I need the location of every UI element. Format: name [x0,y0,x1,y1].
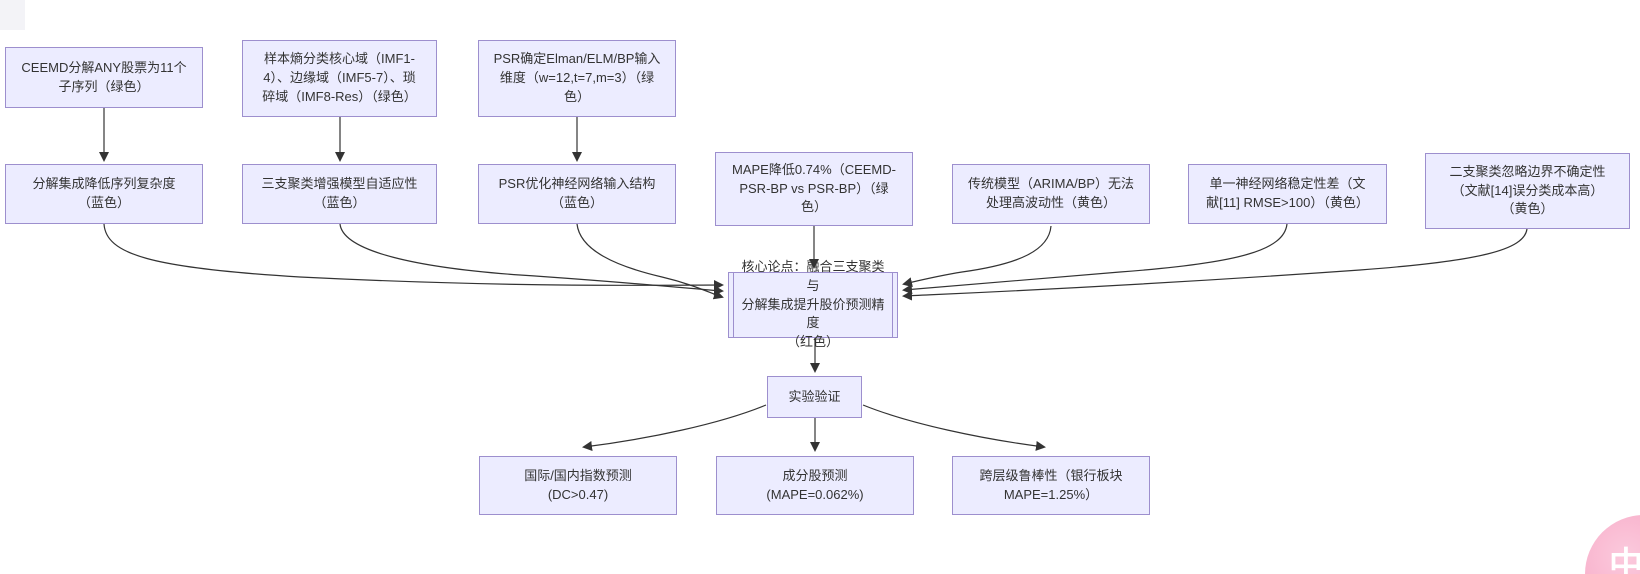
edge-nn-core [902,223,1288,295]
page-edge-artifact [0,0,25,30]
edge-experiment-robust [862,404,1046,451]
node-index-forecast-label: 国际/国内指数预测 (DC>0.47) [524,467,632,502]
edge-experiment-index [582,404,767,451]
edge-twoway-core [902,228,1528,301]
node-ceemd: CEEMD分解ANY股票为11个 子序列（绿色） [5,47,203,108]
edge-decomp-core [103,223,724,291]
node-stock-forecast-label: 成分股预测 (MAPE=0.062%) [766,467,864,502]
node-mape-evidence-label: MAPE降低0.74%（CEEMD- PSR-BP vs PSR-BP）（绿 色… [732,161,896,215]
node-core-thesis: 核心论点：融合三支聚类与 分解集成提升股价预测精度 （红色） [728,259,898,349]
node-twoway-limit: 二支聚类忽略边界不确定性 （文献[14]误分类成本高） （黄色） [1425,153,1630,229]
node-robustness-label: 跨层级鲁棒性（银行板块 MAPE=1.25%） [979,467,1123,502]
edge-psrbenefit-core [576,223,724,300]
node-core-thesis-label: 核心论点：融合三支聚类与 分解集成提升股价预测精度 （红色） [741,258,885,350]
node-stock-forecast: 成分股预测 (MAPE=0.062%) [716,456,914,515]
node-entropy-domains-label: 样本熵分类核心域（IMF1- 4）、边缘域（IMF5-7）、琐 碎域（IMF8-… [262,51,417,104]
node-nn-limit-label: 单一神经网络稳定性差（文 献[11] RMSE>100）（黄色） [1206,176,1369,210]
node-ceemd-label: CEEMD分解ANY股票为11个 子序列（绿色） [21,59,187,94]
node-cluster-benefit-label: 三支聚类增强模型自适应性 （蓝色） [261,176,418,210]
edge-arima-core [902,225,1052,288]
node-experiment: 实验验证 [767,376,862,418]
node-decomp-benefit-label: 分解集成降低序列复杂度 （蓝色） [32,176,176,210]
translate-button[interactable]: 中A [1585,515,1640,574]
node-robustness: 跨层级鲁棒性（银行板块 MAPE=1.25%） [952,456,1150,515]
node-psr-benefit-label: PSR优化神经网络输入结构 （蓝色） [498,176,656,210]
node-index-forecast: 国际/国内指数预测 (DC>0.47) [479,456,677,515]
node-nn-limit: 单一神经网络稳定性差（文 献[11] RMSE>100）（黄色） [1188,164,1387,224]
node-psr-dims: PSR确定Elman/ELM/BP输入 维度（w=12,t=7,m=3）（绿 色… [478,40,676,117]
node-arima-limit: 传统模型（ARIMA/BP）无法 处理高波动性（黄色） [952,164,1150,224]
translate-button-label: 中A [1609,546,1640,574]
node-psr-benefit: PSR优化神经网络输入结构 （蓝色） [478,164,676,224]
node-decomp-benefit: 分解集成降低序列复杂度 （蓝色） [5,164,203,224]
node-cluster-benefit: 三支聚类增强模型自适应性 （蓝色） [242,164,437,224]
node-experiment-label: 实验验证 [788,388,841,404]
node-twoway-limit-label: 二支聚类忽略边界不确定性 （文献[14]误分类成本高） （黄色） [1449,163,1606,217]
node-mape-evidence: MAPE降低0.74%（CEEMD- PSR-BP vs PSR-BP）（绿 色… [715,152,913,226]
node-entropy-domains: 样本熵分类核心域（IMF1- 4）、边缘域（IMF5-7）、琐 碎域（IMF8-… [242,40,437,117]
node-arima-limit-label: 传统模型（ARIMA/BP）无法 处理高波动性（黄色） [967,176,1135,210]
node-psr-dims-label: PSR确定Elman/ELM/BP输入 维度（w=12,t=7,m=3）（绿 色… [493,51,661,104]
edge-cluster-core [339,223,724,296]
